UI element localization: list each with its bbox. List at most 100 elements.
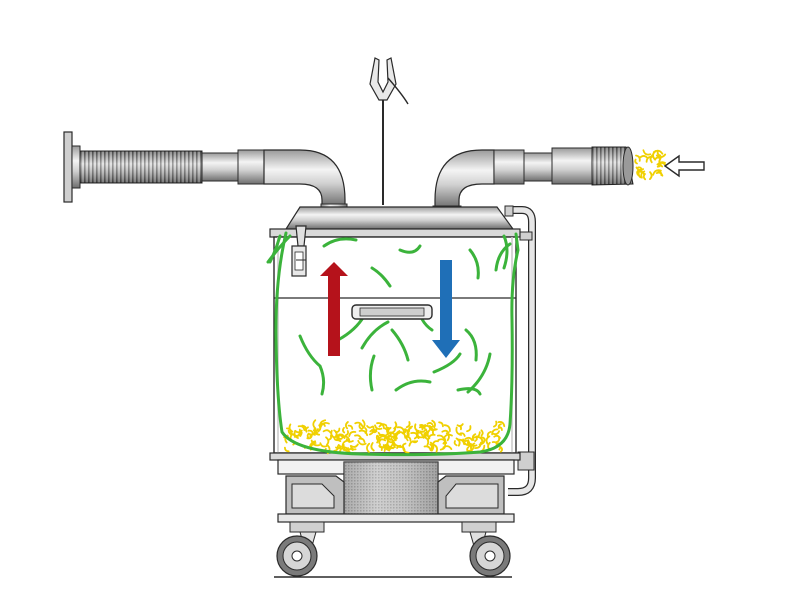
debris-speck: [636, 169, 640, 177]
debris-speck: [486, 430, 492, 439]
debris-speck: [408, 440, 417, 447]
debris-speck: [357, 439, 367, 446]
debris-speck: [333, 445, 339, 452]
debris-speck: [314, 427, 318, 434]
intake-debris: [634, 149, 667, 181]
lid-rim: [269, 228, 521, 238]
debris-speck: [459, 432, 466, 437]
debris-speck: [395, 430, 401, 440]
debris-speck: [347, 424, 354, 430]
debris-speck: [642, 149, 652, 156]
debris-speck: [498, 426, 503, 431]
debris-speck: [455, 426, 462, 436]
debris-speck: [286, 427, 292, 434]
debris-speck: [639, 155, 649, 159]
drum-lid: [269, 206, 521, 238]
debris-speck: [354, 434, 363, 440]
debris-speck: [492, 430, 500, 436]
debris-speck: [385, 426, 390, 434]
debris-speck: [455, 437, 461, 447]
debris-speck: [388, 432, 399, 438]
alligator-clip-icon: [369, 57, 409, 205]
debris-speck: [429, 443, 433, 450]
debris-speck: [441, 429, 450, 434]
debris-speck: [657, 170, 663, 176]
debris-speck: [293, 428, 301, 438]
debris-speck: [319, 442, 328, 448]
debris-speck: [317, 424, 322, 433]
debris-speck: [438, 421, 444, 428]
debris-speck: [493, 420, 498, 428]
debris-speck: [456, 423, 464, 427]
debris-speck: [376, 422, 385, 430]
debris-speck: [457, 438, 466, 446]
debris-speck: [649, 171, 653, 180]
debris-speck: [414, 423, 420, 432]
debris-speck: [426, 422, 434, 426]
debris-speck: [453, 440, 458, 447]
inlet-clamp: [493, 149, 525, 185]
debris-speck: [428, 424, 433, 432]
debris-speck: [642, 173, 647, 181]
debris-speck: [389, 427, 397, 434]
debris-speck: [320, 422, 326, 427]
latch-icon: [291, 225, 307, 277]
debris-speck: [288, 430, 295, 436]
inlet-elbow: [434, 149, 495, 209]
debris-speck: [474, 441, 482, 449]
debris-speck: [361, 419, 366, 430]
debris-speck: [374, 424, 383, 430]
debris-speck: [376, 434, 380, 442]
debris-speck: [431, 419, 436, 429]
debris-speck: [634, 158, 638, 165]
debris-speck: [432, 443, 438, 453]
caster-wheel-icon: [461, 521, 511, 577]
debris-speck: [443, 424, 451, 433]
debris-speck: [408, 425, 413, 432]
air-out-arrow: [320, 262, 348, 356]
debris-speck: [417, 431, 424, 437]
debris-speck: [328, 434, 333, 441]
debris-speck: [652, 169, 662, 176]
inlet-sleeve: [551, 147, 593, 185]
debris-speck: [652, 150, 657, 160]
debris-speck: [350, 443, 359, 448]
debris-speck: [466, 425, 472, 433]
debris-speck: [437, 438, 448, 444]
debris-speck: [429, 441, 435, 452]
debris-speck: [386, 442, 396, 449]
debris-speck: [655, 153, 667, 158]
debris-speck: [297, 425, 306, 431]
debris-speck: [423, 445, 432, 452]
debris-speck: [366, 442, 371, 454]
debris-speck: [470, 442, 476, 452]
debris-speck: [284, 446, 290, 453]
debris-speck: [294, 429, 303, 434]
debris-speck: [405, 421, 411, 429]
outlet-coupling: [201, 152, 239, 182]
debris-speck: [654, 156, 661, 161]
debris-speck: [635, 154, 641, 162]
debris-speck: [462, 438, 469, 442]
debris-speck: [364, 427, 368, 434]
chassis: [277, 459, 515, 523]
debris-speck: [423, 436, 430, 446]
caster-wheel-icon: [276, 521, 325, 577]
debris-speck: [445, 432, 450, 442]
debris-speck: [312, 419, 317, 430]
debris-speck: [499, 446, 503, 453]
debris-speck: [640, 170, 646, 179]
debris-speck: [418, 425, 426, 429]
debris-speck: [656, 150, 662, 157]
drum-handle: [351, 304, 433, 320]
debris-speck: [378, 439, 382, 446]
debris-speck: [358, 429, 369, 437]
debris-speck: [322, 429, 332, 434]
debris-speck: [396, 426, 405, 434]
debris-speck: [387, 435, 392, 441]
air-in-arrow: [432, 260, 460, 358]
debris-speck: [371, 429, 377, 434]
debris-speck: [378, 435, 389, 440]
